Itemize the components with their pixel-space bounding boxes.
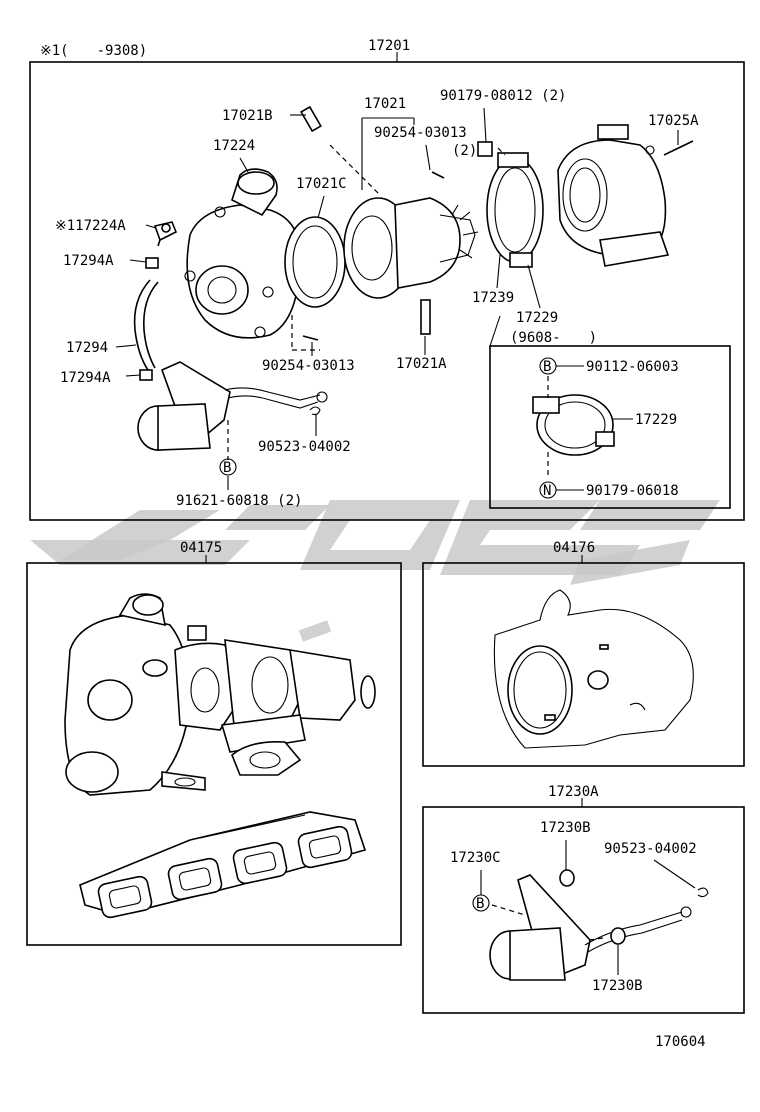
assembly-04175-label: 04175 xyxy=(180,540,222,556)
label-17021c: 17021C xyxy=(296,176,347,192)
clip-90523-drawing xyxy=(309,406,321,416)
gasket-ring-17021c-drawing xyxy=(284,216,346,308)
page-code: 170604 xyxy=(655,1034,706,1050)
label-90523-main: 90523-04002 xyxy=(258,439,351,455)
label-17229-main: 17229 xyxy=(516,310,558,326)
label-90254-top-qty: (2) xyxy=(452,143,477,159)
union-117224a-drawing xyxy=(153,221,178,247)
symbol-b-actuator: B xyxy=(476,896,484,912)
center-section-drawing xyxy=(343,197,479,299)
assembly-17201-label: 17201 xyxy=(368,38,410,54)
nut-90179-drawing xyxy=(477,141,493,157)
turbo-assembly-04175-drawing xyxy=(64,593,376,796)
label-117224a: ※117224A xyxy=(55,218,126,234)
note-range-label: ※1( -9308) xyxy=(40,43,147,59)
label-90179-06018: 90179-06018 xyxy=(586,483,679,499)
label-17239: 17239 xyxy=(472,290,514,306)
assembly-04176-frame xyxy=(422,562,745,767)
clamp-17239-drawing xyxy=(486,152,544,268)
label-17229-inset: 17229 xyxy=(635,412,677,428)
label-17230c: 17230C xyxy=(450,850,501,866)
assembly-17230a-label: 17230A xyxy=(548,784,599,800)
symbol-b-main: B xyxy=(223,460,231,476)
label-17294a-bottom: 17294A xyxy=(60,370,111,386)
label-9608: (9608- ) xyxy=(510,330,597,346)
assembly-04176-label: 04176 xyxy=(553,540,595,556)
label-17021: 17021 xyxy=(364,96,406,112)
symbol-b-inset: B xyxy=(543,359,551,375)
label-90523-actuator: 90523-04002 xyxy=(604,841,697,857)
label-17021a: 17021A xyxy=(396,356,447,372)
assembly-17230A-frame xyxy=(422,806,745,1014)
label-17025a: 17025A xyxy=(648,113,699,129)
turbine-housing-drawing xyxy=(184,168,301,339)
inset-9608-frame xyxy=(489,345,731,509)
label-17224: 17224 xyxy=(213,138,255,154)
symbol-n-inset: N xyxy=(543,483,551,499)
exhaust-manifold-gasket-drawing xyxy=(79,811,367,919)
exhaust-outlet-drawing xyxy=(557,124,670,267)
gasket-set-04176-drawing xyxy=(493,589,694,749)
stud-17021b-drawing xyxy=(300,105,322,133)
assembly-04175-frame xyxy=(26,562,402,946)
label-17230b-bottom: 17230B xyxy=(592,978,643,994)
label-17294a-top: 17294A xyxy=(63,253,114,269)
label-17021b: 17021B xyxy=(222,108,273,124)
label-17230b-top: 17230B xyxy=(540,820,591,836)
hose-17294-drawing xyxy=(133,257,159,381)
label-91621: 91621-60818 (2) xyxy=(176,493,302,509)
label-90254-top: 90254-03013 xyxy=(374,125,467,141)
label-17294: 17294 xyxy=(66,340,108,356)
actuator-17230a-drawing xyxy=(489,869,692,981)
label-90112: 90112-06003 xyxy=(586,359,679,375)
wastegate-actuator-drawing xyxy=(137,361,328,451)
label-90254-bottom: 90254-03013 xyxy=(262,358,355,374)
main-assembly-frame xyxy=(29,61,745,521)
clamp-17229-inset-drawing xyxy=(532,394,615,456)
label-90179-08012: 90179-08012 (2) xyxy=(440,88,566,104)
symbol-b-main-circle xyxy=(219,458,237,476)
